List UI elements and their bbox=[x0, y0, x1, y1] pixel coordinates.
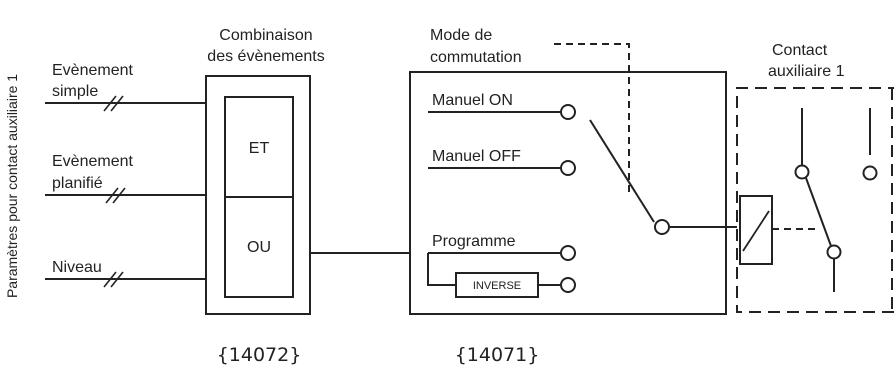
mechanical-link bbox=[554, 43, 630, 194]
manual-off-terminal bbox=[560, 160, 576, 176]
manual-on-label: Manuel ON bbox=[432, 92, 513, 109]
input-level-label: Niveau bbox=[52, 259, 102, 276]
selector-switch-arm bbox=[589, 119, 655, 223]
input-event-simple-label-1: Evènement bbox=[52, 62, 133, 79]
mode-title-1: Mode de bbox=[430, 27, 492, 44]
or-label: OU bbox=[247, 239, 271, 256]
combination-ref: {14072} bbox=[217, 344, 302, 366]
bus-slash bbox=[103, 95, 117, 112]
inverse-label: INVERSE bbox=[473, 280, 521, 292]
mode-title-2: commutation bbox=[430, 49, 522, 66]
side-title: Paramètres pour contact auxiliaire 1 bbox=[4, 74, 20, 298]
manual-off-label: Manuel OFF bbox=[432, 148, 521, 165]
input-event-planned: Evènement planifié bbox=[45, 153, 206, 204]
or-box bbox=[224, 196, 294, 298]
contact-title-2: auxiliaire 1 bbox=[768, 63, 845, 80]
selector-common-terminal bbox=[654, 219, 670, 235]
contact-no-terminal bbox=[862, 165, 878, 181]
input-event-simple-label-2: simple bbox=[52, 83, 98, 100]
program-terminal bbox=[560, 245, 576, 261]
auxiliary-contact-block: Contact auxiliaire 1 bbox=[736, 42, 894, 313]
contact-common-terminal bbox=[826, 244, 842, 260]
contact-boundary bbox=[736, 87, 894, 313]
contact-nc-terminal bbox=[794, 164, 810, 180]
inverse-terminal bbox=[560, 277, 576, 293]
mode-ref: {14071} bbox=[455, 344, 540, 366]
bus-slash bbox=[105, 187, 119, 204]
input-event-simple: Evènement simple bbox=[45, 62, 206, 112]
contact-title-1: Contact bbox=[772, 42, 828, 59]
combination-title-1: Combinaison bbox=[219, 27, 312, 44]
manual-on-terminal bbox=[560, 104, 576, 120]
bus-slash bbox=[103, 271, 117, 288]
switching-mode-block: Mode de commutation Manuel ON Manuel OFF… bbox=[409, 27, 727, 366]
input-event-planned-label-1: Evènement bbox=[52, 153, 133, 170]
program-label: Programme bbox=[432, 233, 516, 250]
input-event-planned-label-2: planifié bbox=[52, 175, 103, 192]
and-label: ET bbox=[249, 140, 270, 157]
contact-arm bbox=[805, 177, 832, 247]
input-level: Niveau bbox=[45, 259, 206, 288]
combination-block: Combinaison des évènements ET OU {14072} bbox=[205, 27, 325, 366]
combination-title-2: des évènements bbox=[207, 48, 324, 65]
